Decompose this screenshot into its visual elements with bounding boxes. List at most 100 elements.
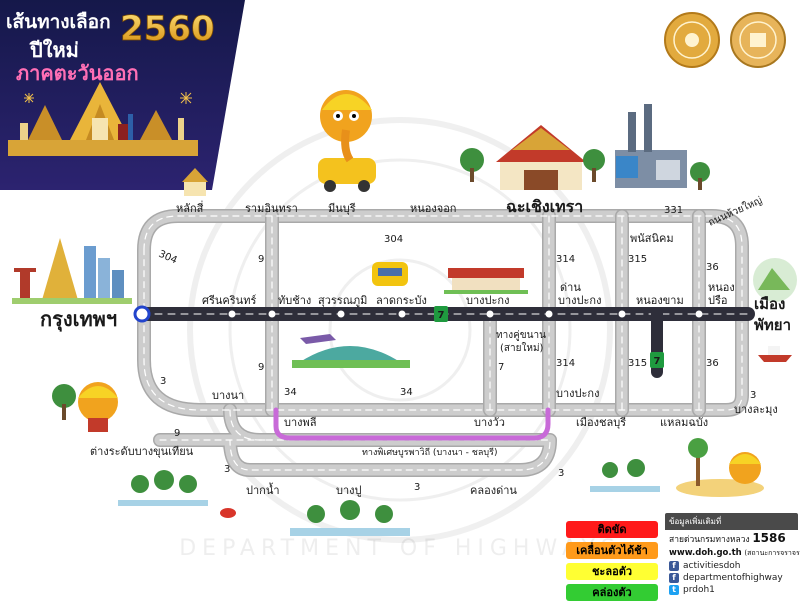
mangrove-right-illustration <box>590 459 660 492</box>
facebook-icon: f <box>669 573 679 583</box>
route-36-low: 36 <box>706 358 719 369</box>
route-304-mid: 304 <box>384 234 403 245</box>
label-bangkok: กรุงเทพฯ <box>40 307 117 332</box>
mangrove-center-illustration <box>290 500 410 536</box>
route-331: 331 <box>664 205 683 216</box>
header-line2: ปีใหม่ <box>29 38 79 62</box>
route-9-low: 9 <box>258 362 264 373</box>
website-row: www.doh.go.th (สถานะการจราจร) <box>665 547 800 560</box>
social-row[interactable]: t prdoh1 <box>665 584 798 596</box>
label-lat-krabang: ลาดกระบัง <box>376 294 427 307</box>
route-3-south: 3 <box>414 482 420 493</box>
hotline-number: 1586 <box>752 531 786 545</box>
label-special-road: ทางพิเศษบูรพาวิถี (บางนา - ชลบุรี) <box>362 447 497 458</box>
label-bang-pu: บางปู <box>336 484 362 497</box>
lak-si-shrine-illustration <box>182 168 208 196</box>
route-3-sw: 3 <box>224 464 230 475</box>
header-line1: เส้นทางเลือก <box>6 11 111 33</box>
route-3-east: 3 <box>750 390 756 401</box>
label-pattaya-1: เมือง <box>754 295 785 313</box>
suvarnabhumi-airport-illustration <box>292 334 410 368</box>
label-bang-pakong-low: บางปะกง <box>556 387 599 400</box>
label-thap-chang: ทับช้าง <box>278 294 311 307</box>
label-min-buri: มีนบุรี <box>328 202 356 215</box>
label-bang-na: บางนา <box>212 389 244 402</box>
traffic-legend: ติดขัด เคลื่อนตัวได้ช้า ชะลอตัว คล่องตัว <box>562 515 798 601</box>
mascot-driving-illustration <box>318 90 376 192</box>
chachoengsao-temple-illustration <box>460 125 605 190</box>
info-heading: ข้อมูลเพิ่มเติมที่ <box>665 513 798 530</box>
label-dan-2: บางปะกง <box>558 294 601 307</box>
legend-flowing: คล่องตัว <box>566 584 658 601</box>
legend-slowing: ชะลอตัว <box>566 563 658 580</box>
mangrove-left-illustration <box>118 470 208 506</box>
route-3-west: 3 <box>160 376 166 387</box>
label-bang-khun-thian: ต่างระดับบางขุนเทียน <box>90 445 194 458</box>
website-link[interactable]: www.doh.go.th <box>669 548 742 558</box>
social-handle[interactable]: departmentofhighway <box>683 573 783 583</box>
crab-illustration <box>220 508 236 518</box>
route-315-low: 315 <box>628 358 647 369</box>
bangkok-skyline-illustration <box>12 238 132 304</box>
label-bang-lamung: บางละมุง <box>734 403 778 416</box>
boat-illustration <box>758 346 792 362</box>
watermark <box>187 117 613 543</box>
facebook-icon: f <box>669 561 679 571</box>
label-khlong-dan: คลองด่าน <box>470 484 517 497</box>
route-314-low: 314 <box>556 358 575 369</box>
route-315-top: 315 <box>628 254 647 265</box>
fireworks-decoration <box>24 92 192 104</box>
bang-pakong-station-illustration <box>444 268 528 294</box>
route-314-top: 314 <box>556 254 575 265</box>
label-nong-prue-2: ปรือ <box>708 294 728 307</box>
svg-text:7: 7 <box>654 356 661 367</box>
label-pattaya-2: พัทยา <box>754 316 791 334</box>
watermark-text: DEPARTMENT OF HIGHWAYS <box>179 536 621 561</box>
social-handle[interactable]: prdoh1 <box>683 585 715 595</box>
train-illustration <box>372 262 408 286</box>
social-row[interactable]: f activitiesdoh <box>665 560 798 572</box>
label-nong-chok: หนองจอก <box>410 202 456 215</box>
twitter-icon: t <box>669 585 679 595</box>
label-chachoengsao: ฉะเชิงเทรา <box>506 197 583 216</box>
route-9-sw: 9 <box>174 428 180 439</box>
header-panel <box>0 0 245 190</box>
route-36-top: 36 <box>706 262 719 273</box>
header-year: 2560 <box>120 9 215 49</box>
legend-jam: ติดขัด <box>566 521 658 538</box>
route-34-a: 34 <box>284 387 297 398</box>
hotline-row: สายด่วนกรมทางหลวง 1586 <box>665 530 798 547</box>
info-box: ข้อมูลเพิ่มเติมที่ สายด่วนกรมทางหลวง 158… <box>665 513 800 601</box>
temple-illustration <box>8 82 198 156</box>
label-nong-prue-1: หนอง <box>708 281 735 294</box>
header-line3: ภาคตะวันออก <box>16 61 139 85</box>
road-network <box>135 209 755 477</box>
factory-illustration <box>615 104 710 190</box>
legend-slow: เคลื่อนตัวได้ช้า <box>566 542 658 559</box>
route-304-west: 304 <box>157 249 179 267</box>
beach-mascot-illustration <box>676 438 764 497</box>
place-labels: กรุงเทพฯ เมือง พัทยา ฉะเชิงเทรา หลักสี่ … <box>40 194 791 497</box>
label-laem-chabang: แหลมฉบัง <box>660 416 708 429</box>
motorway-shield-icon: 7 <box>650 352 664 368</box>
bangkok-start-marker <box>133 305 151 323</box>
emblem-left <box>664 12 720 68</box>
website-note: (สถานะการจราจร) <box>744 549 800 557</box>
label-bang-pakong-top: บางปะกง <box>466 294 509 307</box>
route-7: 7 <box>498 362 504 373</box>
motorway-shield-icon: 7 <box>434 306 448 322</box>
social-handle[interactable]: activitiesdoh <box>683 561 741 571</box>
label-dan-1: ด่าน <box>560 281 581 294</box>
pattaya-island-illustration <box>753 258 797 302</box>
burapha-withi-expressway <box>273 407 551 441</box>
svg-text:7: 7 <box>438 310 445 321</box>
route-9-top: 9 <box>258 254 264 265</box>
label-pak-nam: ปากน้ำ <box>246 482 280 497</box>
route-3-south-b: 3 <box>558 468 564 479</box>
motorway-interchanges <box>228 310 703 318</box>
social-row[interactable]: f departmentofhighway <box>665 572 798 584</box>
emblem-right <box>730 12 786 68</box>
mascot-left-illustration <box>52 382 118 432</box>
